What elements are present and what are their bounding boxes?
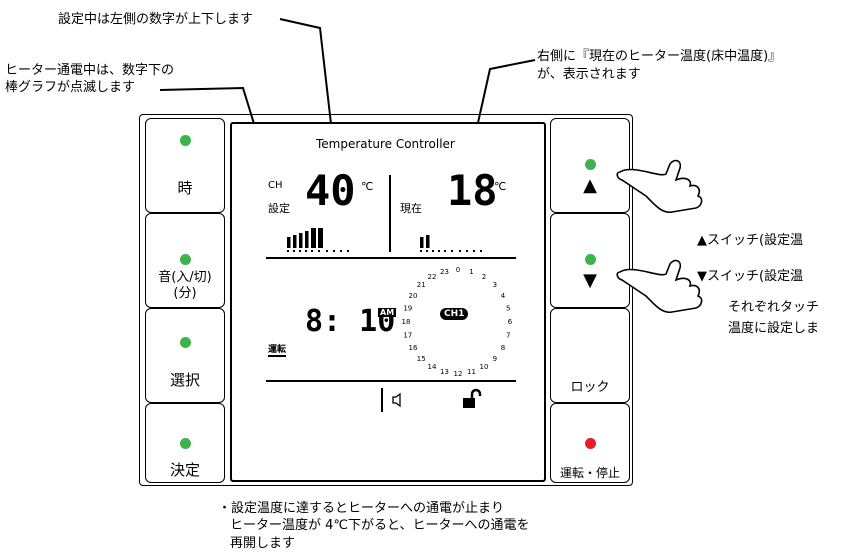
current-temperature: 18 (447, 166, 498, 215)
set-temperature: 40 (305, 166, 356, 215)
annotation-current-temp-line1: 右側に『現在のヒーター温度(床中温度)』 (537, 49, 782, 64)
up-button[interactable]: ▲ (550, 118, 630, 213)
dial-number: 11 (467, 368, 476, 376)
current-unit: ℃ (494, 180, 507, 193)
down-button[interactable]: ▼ (550, 213, 630, 308)
enter-button-label: 決定 (169, 461, 200, 479)
dial-number: 0 (456, 266, 460, 274)
am-indicator: AM (378, 308, 397, 317)
hand-pointer-down-icon (616, 259, 703, 314)
set-label: 設定 (268, 202, 290, 215)
lock-button-label: ロック (570, 380, 610, 395)
led-green-icon (585, 159, 596, 170)
now-label: 現在 (400, 202, 422, 215)
down-arrow-icon: ▼ (583, 270, 597, 291)
screen-title: Temperature Controller (316, 137, 455, 151)
hand-pointer-up-icon (616, 159, 703, 214)
set-unit: ℃ (361, 180, 374, 193)
dial-number: 18 (402, 318, 411, 326)
dial-number: 19 (403, 305, 412, 313)
dial-number: 12 (454, 370, 463, 378)
up-arrow-icon: ▲ (583, 175, 597, 196)
sound-button-label: 音(入/切) (158, 270, 212, 285)
dial-number: 21 (417, 281, 426, 289)
dial-number: 1 (469, 268, 473, 276)
dial-number: 3 (493, 281, 497, 289)
footer-note-line2: ヒーター温度が 4℃下がると、ヒーターへの通電を (230, 518, 530, 533)
footer-note-line1: ・設定温度に達するとヒーターへの通電が止まり (218, 501, 505, 516)
hour-button[interactable]: 時 (145, 118, 225, 213)
annotation-setting-blink: 設定中は左側の数字が上下します (58, 12, 254, 27)
set-bar-graph (287, 228, 349, 252)
led-green-icon (180, 254, 191, 265)
dial-number: 5 (506, 305, 510, 313)
dial-number: 7 (506, 332, 510, 340)
enter-button[interactable]: 決定 (145, 403, 225, 483)
annotation-touch-line1: それぞれタッチ (728, 300, 820, 315)
dial-number: 6 (508, 318, 513, 326)
lcd-separator-bottom (266, 380, 516, 382)
annotation-down-switch: ▼スイッチ(設定温 (697, 269, 804, 284)
footer-note-line3: 再開します (230, 536, 296, 551)
controller-panel (139, 114, 633, 486)
led-green-icon (180, 438, 191, 449)
led-green-icon (585, 254, 596, 265)
dial-number: 4 (501, 292, 506, 300)
dial-number: 10 (480, 363, 489, 371)
sound-button[interactable]: 音(入/切) (分) (145, 213, 225, 308)
annotation-heater-bar-line1: ヒーター通電中は、数字下の (5, 63, 175, 78)
lock-button[interactable]: ロック (550, 308, 630, 403)
dial-number: 17 (403, 332, 412, 340)
hour-button-label: 時 (177, 179, 193, 197)
select-button-label: 選択 (169, 371, 200, 389)
annotation-current-temp-line2: が、表示されます (537, 67, 641, 82)
annotation-up-switch: ▲スイッチ(設定温 (697, 233, 804, 248)
dial-number: 2 (482, 273, 486, 281)
annotation-touch-line2: 温度に設定しま (728, 321, 820, 336)
icon-divider (381, 388, 383, 412)
ch-label: CH (268, 180, 283, 191)
led-red-icon (585, 438, 596, 449)
divider (389, 175, 391, 252)
dial-number: 20 (409, 292, 418, 300)
current-bar-graph (420, 235, 482, 252)
run-stop-button-label: 運転・停止 (559, 466, 620, 480)
dial-number: 14 (428, 363, 437, 371)
lcd-screen (230, 122, 546, 482)
speaker-icon (392, 392, 401, 408)
dial-number: 9 (493, 355, 497, 363)
dial-number: 13 (440, 368, 449, 376)
channel-badge: CH1 (440, 308, 469, 320)
led-green-icon (180, 337, 191, 348)
sound-button-sublabel: (分) (173, 286, 197, 301)
run-indicator: 運転 (268, 342, 287, 357)
lcd-separator-top (266, 257, 516, 259)
dial-number: 22 (428, 273, 437, 281)
unlock-icon (463, 388, 482, 408)
led-green-icon (180, 135, 191, 146)
run-stop-button[interactable]: 運転・停止 (550, 403, 630, 483)
dial-number: 15 (417, 355, 426, 363)
annotation-heater-bar-line2: 棒グラフが点滅します (5, 80, 136, 95)
dial-number: 8 (501, 344, 505, 352)
select-button[interactable]: 選択 (145, 308, 225, 403)
dial-number: 23 (440, 268, 449, 276)
dial-number: 16 (409, 344, 418, 352)
